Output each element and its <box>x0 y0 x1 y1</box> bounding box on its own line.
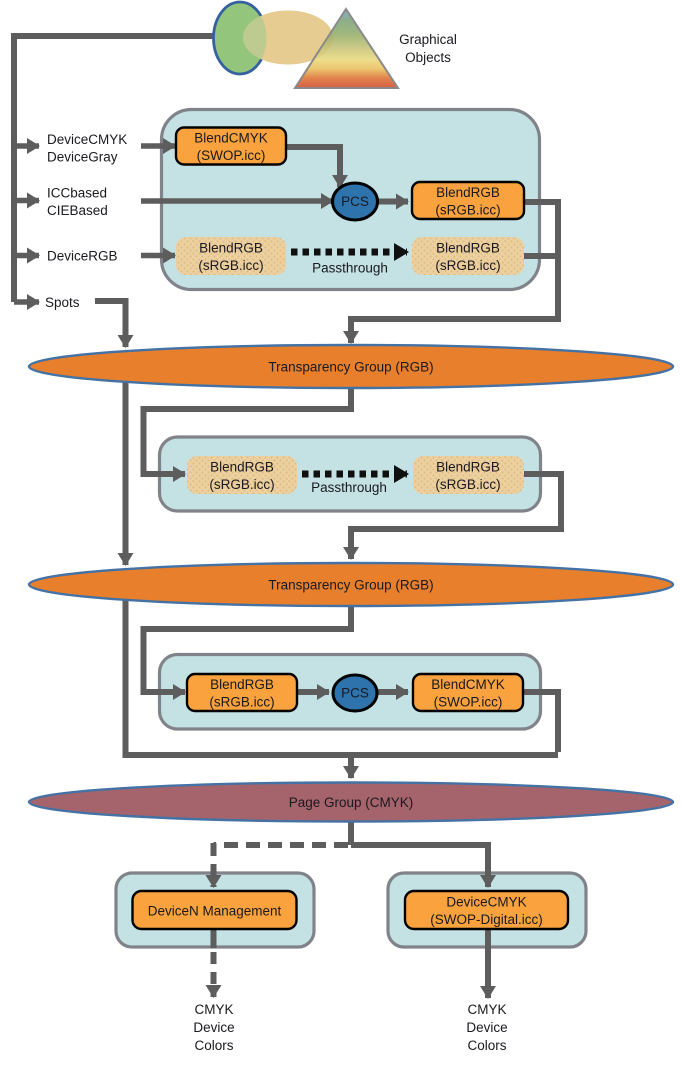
svg-text:BlendRGB: BlendRGB <box>210 677 274 692</box>
svg-text:DeviceGray: DeviceGray <box>47 150 118 165</box>
svg-text:Graphical: Graphical <box>399 32 457 47</box>
svg-text:(sRGB.icc): (sRGB.icc) <box>209 477 274 492</box>
svg-text:DeviceCMYK: DeviceCMYK <box>446 895 526 910</box>
svg-text:BlendCMYK: BlendCMYK <box>431 677 505 692</box>
svg-text:DeviceN Management: DeviceN Management <box>148 904 282 919</box>
svg-text:(SWOP-Digital.icc): (SWOP-Digital.icc) <box>430 912 543 927</box>
svg-text:(sRGB.icc): (sRGB.icc) <box>435 477 500 492</box>
svg-text:BlendRGB: BlendRGB <box>436 185 500 200</box>
svg-text:BlendCMYK: BlendCMYK <box>194 131 268 146</box>
svg-text:DeviceCMYK: DeviceCMYK <box>47 132 127 147</box>
svg-text:BlendRGB: BlendRGB <box>436 241 500 256</box>
svg-text:Device: Device <box>466 1020 507 1035</box>
svg-text:Page Group (CMYK): Page Group (CMYK) <box>289 795 414 810</box>
svg-text:BlendRGB: BlendRGB <box>436 460 500 475</box>
svg-text:Objects: Objects <box>405 50 451 65</box>
svg-text:(SWOP.icc): (SWOP.icc) <box>197 148 266 163</box>
svg-text:CMYK: CMYK <box>467 1002 506 1017</box>
svg-text:(SWOP.icc): (SWOP.icc) <box>434 695 503 710</box>
svg-text:PCS: PCS <box>341 686 369 701</box>
svg-text:BlendRGB: BlendRGB <box>210 460 274 475</box>
svg-text:(sRGB.icc): (sRGB.icc) <box>435 203 500 218</box>
svg-text:DeviceRGB: DeviceRGB <box>47 249 118 264</box>
svg-text:PCS: PCS <box>341 194 369 209</box>
svg-text:Device: Device <box>193 1020 234 1035</box>
svg-text:(sRGB.icc): (sRGB.icc) <box>198 258 263 273</box>
svg-text:(sRGB.icc): (sRGB.icc) <box>435 258 500 273</box>
svg-text:CIEBased: CIEBased <box>47 203 108 218</box>
svg-text:(sRGB.icc): (sRGB.icc) <box>209 695 274 710</box>
svg-text:Passthrough: Passthrough <box>311 480 387 495</box>
svg-text:Spots: Spots <box>45 295 80 310</box>
svg-text:Passthrough: Passthrough <box>312 261 388 276</box>
svg-text:Transparency Group (RGB): Transparency Group (RGB) <box>268 360 433 375</box>
svg-text:BlendRGB: BlendRGB <box>199 241 263 256</box>
svg-text:CMYK: CMYK <box>194 1002 233 1017</box>
svg-text:Colors: Colors <box>467 1038 506 1053</box>
svg-text:Colors: Colors <box>194 1038 233 1053</box>
svg-text:Transparency Group (RGB): Transparency Group (RGB) <box>268 578 433 593</box>
svg-text:ICCbased: ICCbased <box>47 186 107 201</box>
